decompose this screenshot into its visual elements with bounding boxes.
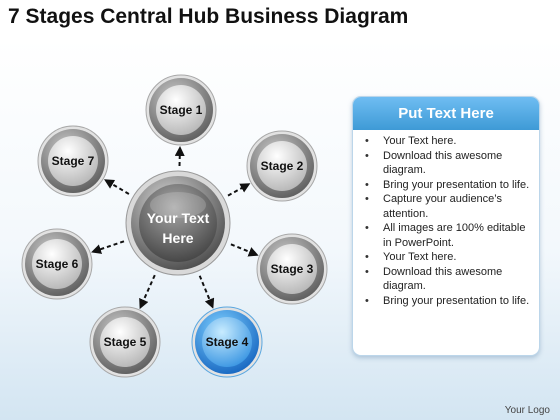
stage-label-1: Stage 1 <box>160 103 203 117</box>
hub-label-line2: Here <box>162 230 193 246</box>
arrow-to-stage-5 <box>139 274 156 310</box>
text-panel: Put Text Here Your Text here.Download th… <box>352 96 540 356</box>
panel-bullet-item: Download this awesome diagram. <box>365 265 533 294</box>
panel-bullet-item: Capture your audience’s attention. <box>365 192 533 221</box>
panel-bullet-list: Your Text here.Download this awesome dia… <box>353 130 539 308</box>
panel-header: Put Text Here <box>353 97 539 130</box>
stage-label-2: Stage 2 <box>261 159 304 173</box>
central-hub: Your Text Here <box>125 170 231 276</box>
stage-node-4: Stage 4 <box>191 306 263 378</box>
panel-bullet-item: All images are 100% editable in PowerPoi… <box>365 221 533 250</box>
arrow-to-stage-4 <box>198 275 215 309</box>
stage-node-7: Stage 7 <box>37 125 109 197</box>
page-title: 7 Stages Central Hub Business Diagram <box>8 5 409 28</box>
footer-logo: Your Logo <box>504 405 550 416</box>
connector-arrows <box>91 146 259 310</box>
stage-node-5: Stage 5 <box>89 306 161 378</box>
stage-node-2: Stage 2 <box>246 130 318 202</box>
arrow-to-stage-7 <box>103 179 130 195</box>
stage-node-3: Stage 3 <box>256 233 328 305</box>
panel-bullet-item: Bring your presentation to life. <box>365 294 533 309</box>
arrow-to-stage-3 <box>230 243 259 257</box>
stage-label-6: Stage 6 <box>36 257 79 271</box>
arrow-to-stage-6 <box>91 240 125 254</box>
panel-bullet-item: Bring your presentation to life. <box>365 178 533 193</box>
stage-label-4: Stage 4 <box>206 335 249 349</box>
panel-bullet-item: Your Text here. <box>365 250 533 265</box>
stage-label-5: Stage 5 <box>104 335 147 349</box>
hub-label-line1: Your Text <box>147 210 210 226</box>
stage-node-6: Stage 6 <box>21 228 93 300</box>
panel-bullet-item: Download this awesome diagram. <box>365 149 533 178</box>
stage-label-3: Stage 3 <box>271 262 314 276</box>
stage-label-7: Stage 7 <box>52 154 95 168</box>
panel-bullet-item: Your Text here. <box>365 134 533 149</box>
arrow-to-stage-2 <box>227 183 251 197</box>
stage-node-1: Stage 1 <box>145 74 217 146</box>
